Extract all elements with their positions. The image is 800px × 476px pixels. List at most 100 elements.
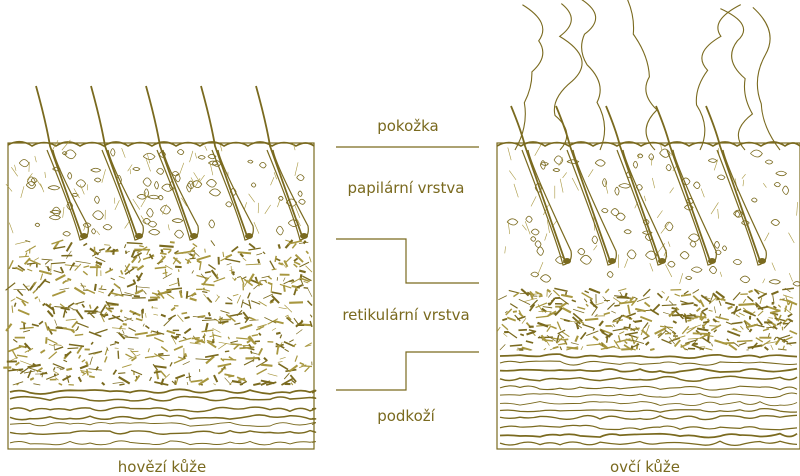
papilla-squiggle: [94, 196, 99, 203]
subcutis-fiber: [500, 369, 797, 373]
reticular-fiber: [113, 382, 124, 383]
hair-bulb: [658, 258, 666, 264]
reticular-fiber: [599, 321, 603, 326]
papilla-fiber: [563, 172, 567, 178]
reticular-fiber: [788, 319, 793, 322]
reticular-fiber: [67, 348, 78, 349]
reticular-fiber: [122, 330, 124, 334]
reticular-fiber: [207, 276, 211, 279]
papilla-squiggle: [148, 221, 157, 227]
reticular-fiber: [82, 360, 85, 362]
reticular-fiber: [507, 318, 516, 321]
reticular-fiber: [35, 297, 38, 299]
papilla-fiber: [244, 202, 246, 209]
papilla-squiggle: [615, 187, 619, 195]
cattle-reticular-texture: [3, 240, 312, 385]
reticular-boundary-step: [336, 352, 479, 390]
reticular-fiber: [539, 296, 543, 297]
reticular-fiber: [572, 300, 576, 302]
reticular-fiber: [548, 293, 551, 298]
reticular-fiber: [174, 346, 183, 350]
reticular-fiber: [161, 371, 166, 377]
subcutis-fiber: [500, 409, 797, 413]
reticular-fiber: [276, 333, 280, 334]
papilla-fiber: [168, 224, 169, 230]
reticular-fiber: [153, 314, 158, 315]
reticular-fiber: [66, 369, 72, 370]
cattle-skin-illustration: [3, 86, 315, 449]
reticular-fiber: [231, 266, 232, 274]
reticular-fiber: [48, 329, 57, 330]
reticular-fiber: [790, 331, 797, 334]
reticular-fiber: [145, 326, 149, 329]
reticular-fiber: [736, 315, 740, 318]
reticular-fiber: [582, 293, 593, 300]
reticular-fiber: [83, 372, 85, 374]
reticular-fiber: [196, 359, 211, 360]
reticular-fiber: [550, 298, 555, 305]
reticular-fiber: [261, 365, 273, 366]
reticular-fiber: [113, 370, 116, 375]
papilla-squiggle: [133, 167, 140, 170]
papilla-fiber: [265, 205, 271, 214]
reticular-fiber: [560, 347, 562, 350]
reticular-fiber: [666, 296, 669, 300]
reticular-fiber: [497, 327, 500, 331]
papilla-squiggle: [526, 216, 532, 222]
reticular-fiber: [41, 350, 45, 353]
papilla-fiber: [572, 178, 578, 191]
subcutis-fiber: [10, 431, 316, 435]
subcutis-fiber: [500, 402, 797, 406]
reticular-fiber: [739, 313, 745, 316]
caption-sheep-skin: ovčí kůže: [610, 458, 680, 476]
reticular-fiber: [43, 303, 46, 305]
papilla-fiber: [63, 207, 64, 218]
reticular-fiber: [280, 357, 286, 359]
reticular-fiber: [252, 353, 258, 355]
papilla-fiber: [657, 210, 662, 217]
reticular-fiber: [766, 327, 774, 328]
reticular-fiber: [49, 344, 54, 346]
reticular-fiber: [727, 339, 729, 341]
reticular-fiber: [253, 383, 260, 385]
reticular-fiber: [118, 351, 119, 359]
papilla-fiber: [525, 221, 530, 234]
papilla-squiggle: [198, 156, 205, 160]
reticular-fiber: [122, 365, 131, 368]
reticular-fiber: [225, 378, 232, 385]
papilla-fiber: [538, 262, 543, 274]
reticular-fiber: [637, 297, 650, 302]
reticular-fiber: [774, 337, 776, 340]
reticular-fiber: [121, 310, 122, 312]
reticular-fiber: [244, 360, 254, 365]
reticular-fiber: [684, 291, 688, 294]
reticular-fiber: [83, 271, 87, 275]
reticular-fiber: [227, 297, 232, 300]
reticular-fiber: [67, 279, 71, 280]
reticular-fiber: [127, 283, 135, 286]
reticular-fiber: [163, 274, 172, 279]
reticular-fiber: [507, 331, 517, 338]
papilla-fiber: [772, 263, 775, 271]
reticular-fiber: [571, 343, 579, 345]
reticular-fiber: [105, 269, 113, 273]
reticular-fiber: [79, 377, 81, 382]
reticular-fiber: [186, 376, 191, 377]
reticular-fiber: [758, 293, 767, 298]
papilla-squiggle: [782, 186, 788, 194]
hair-shaft: [36, 86, 82, 236]
papilla-squiggle: [19, 160, 29, 167]
papilla-fiber: [45, 172, 46, 178]
reticular-fiber: [604, 313, 610, 315]
reticular-fiber: [270, 261, 275, 269]
papilla-fiber: [650, 263, 653, 271]
reticular-fiber: [585, 291, 589, 293]
reticular-fiber: [276, 259, 280, 261]
reticular-fiber: [777, 322, 782, 325]
reticular-fiber: [246, 264, 261, 265]
reticular-fiber: [126, 251, 129, 252]
papilla-fiber: [200, 175, 205, 181]
papilla-squiggle: [680, 252, 689, 259]
reticular-fiber: [613, 324, 615, 327]
papilla-squiggle: [248, 160, 253, 163]
